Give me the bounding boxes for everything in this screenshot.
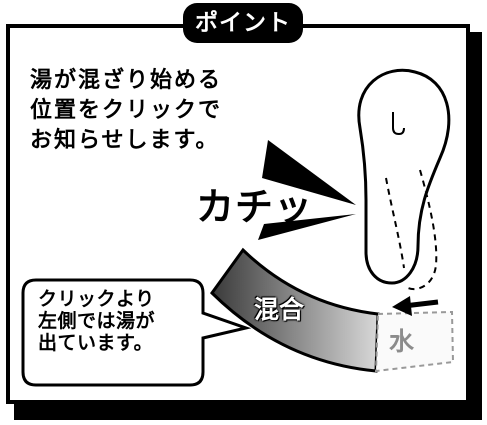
click-spike-bottom xyxy=(258,214,356,240)
water-zone-label: 水 xyxy=(389,327,415,356)
callout-text: クリックより 左側では湯が 出ています。 xyxy=(38,288,156,354)
mix-zone-label: 混合 xyxy=(254,295,305,324)
callout-bubble xyxy=(21,278,252,387)
lever-ghost-outline-inner xyxy=(385,177,405,269)
description-text: 湯が混ざり始める 位置をクリックで お知らせします。 xyxy=(30,68,223,153)
title-badge: ポイント xyxy=(183,3,303,43)
arrow-head xyxy=(392,296,412,316)
click-spike-top xyxy=(262,140,356,205)
lever-mark xyxy=(392,112,405,136)
water-zone-band xyxy=(374,310,455,373)
click-sound-label: カチッ xyxy=(196,185,314,229)
lever-handle xyxy=(357,68,451,285)
